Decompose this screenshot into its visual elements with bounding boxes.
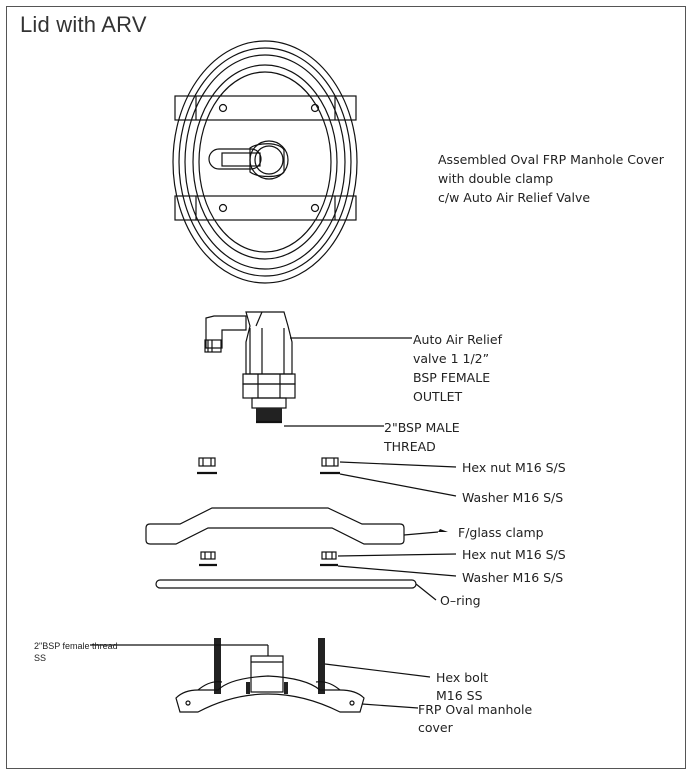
assembled-cover-top-view	[172, 40, 358, 284]
arv-label-1: Auto Air Relief	[413, 332, 503, 347]
clamp-leader	[403, 531, 439, 536]
air-relief-valve	[204, 311, 296, 424]
female-thread-label-2: SS	[34, 653, 46, 663]
arv-label-3: BSP FEMALE	[413, 370, 490, 385]
bolt-leader	[324, 663, 431, 678]
hex-nut-top-leader	[339, 461, 457, 468]
washer-top-leader	[339, 473, 457, 497]
oring-leader	[415, 583, 437, 601]
washer-top-label: Washer M16 S/S	[462, 490, 563, 505]
bolt-label-1: Hex bolt	[436, 670, 488, 685]
hex-nuts-bottom	[199, 551, 338, 567]
arv-label-4: OUTLET	[413, 389, 462, 404]
hex-nut-top-label: Hex nut M16 S/S	[462, 460, 566, 475]
oring-label: O–ring	[440, 593, 481, 608]
clamp-arrow	[438, 529, 448, 532]
thread-label-2: THREAD	[383, 439, 436, 454]
clamp-label: F/glass clamp	[458, 525, 544, 540]
washer-bottom-label: Washer M16 S/S	[462, 570, 563, 585]
thread-label-1: 2"BSP MALE	[384, 420, 460, 435]
hex-nut-bottom-label: Hex nut M16 S/S	[462, 547, 566, 562]
arv-label-2: valve 1 1/2”	[413, 351, 489, 366]
assembly-label-2: with double clamp	[438, 171, 553, 186]
drawing-frame	[6, 6, 686, 769]
frp-manhole-cover-section	[175, 638, 365, 713]
cover-leader	[361, 703, 419, 709]
hex-nuts-top	[197, 457, 340, 475]
cover-label-2: cover	[418, 720, 454, 735]
fglass-clamp	[145, 507, 405, 545]
assembly-label-3: c/w Auto Air Relief Valve	[438, 190, 590, 205]
hex-nut-bottom-leader	[337, 553, 457, 557]
washer-bottom-leader	[337, 565, 457, 577]
page-title: Lid with ARV	[20, 12, 147, 37]
female-thread-label-1: 2"BSP female thread	[34, 641, 118, 651]
bolt-label-2: M16 SS	[436, 688, 483, 703]
cover-label-1: FRP Oval manhole	[418, 702, 533, 717]
assembly-label-1: Assembled Oval FRP Manhole Cover	[438, 152, 665, 167]
o-ring	[155, 579, 417, 589]
